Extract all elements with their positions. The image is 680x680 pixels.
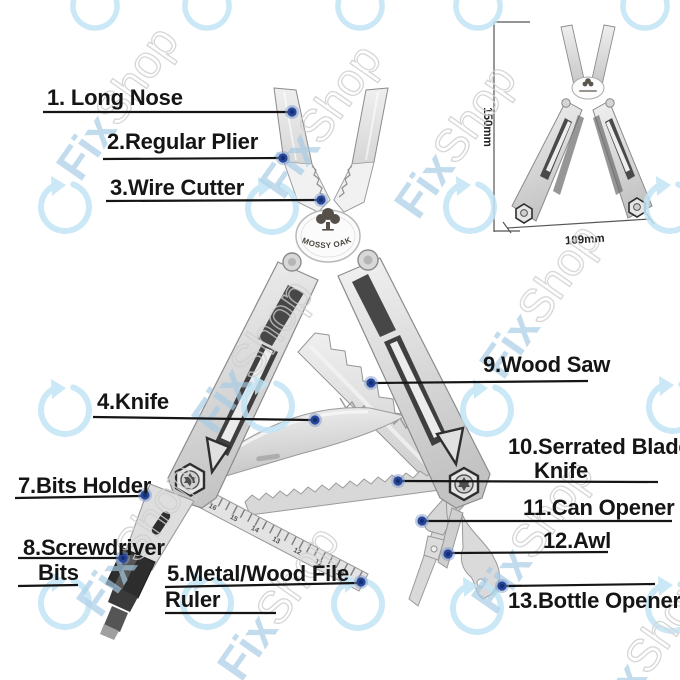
label-wood-saw: 9.Wood Saw	[483, 352, 611, 377]
label-can-opener: 11.Can Opener	[523, 495, 675, 520]
label-awl: 12.Awl	[543, 528, 612, 553]
mossy-oak-tree-icon	[316, 208, 340, 231]
svg-text:10: 10	[335, 569, 345, 579]
leader-line-5	[164, 581, 358, 589]
dimension-width-label: 109mm	[565, 233, 605, 248]
label-serrated-blade-line2: Knife	[534, 458, 589, 483]
label-wire-cutter: 3.Wire Cutter	[110, 175, 245, 200]
leader-dot-10	[391, 474, 405, 488]
label-screwdriver-bits-line2: Bits	[38, 560, 79, 585]
inset-size-view: 150mm 109mm	[481, 21, 655, 248]
svg-text:16: 16	[207, 503, 217, 513]
leader-line-9	[374, 379, 589, 385]
ruler-file-bar: 16 15 14 13 12 11 10	[190, 485, 369, 592]
label-file-ruler-line2: Ruler	[165, 587, 221, 612]
leader-lines	[14, 110, 672, 615]
leader-dot-13	[495, 579, 509, 593]
leader-dot-9	[364, 376, 378, 390]
plier-jaws	[273, 87, 389, 213]
label-serrated-blade-line1: 10.Serrated Blade	[508, 434, 680, 459]
leader-line-2	[102, 156, 281, 161]
svg-text:14: 14	[250, 525, 260, 535]
svg-text:13: 13	[271, 536, 281, 546]
label-bottle-opener: 13.Bottle Opener	[508, 588, 680, 613]
leader-dot-5	[354, 575, 368, 589]
leader-dot-11	[415, 514, 429, 528]
leader-dot-3	[314, 193, 328, 207]
bits-holder	[123, 483, 195, 571]
leader-dot-4	[308, 413, 322, 427]
underline-8b	[17, 583, 79, 588]
label-screwdriver-bits-line1: 8.Screwdriver	[23, 535, 165, 560]
pivot-screws	[282, 249, 379, 272]
leader-dot-2	[276, 151, 290, 165]
dimension-height-label: 150mm	[481, 107, 493, 147]
leader-line-10	[401, 479, 659, 484]
leader-line-12	[451, 550, 609, 555]
inset-tool	[511, 24, 653, 224]
label-regular-plier: 2.Regular Plier	[107, 129, 259, 154]
knife-nail-nick	[256, 453, 280, 462]
svg-text:FixShop: FixShop	[576, 565, 680, 680]
svg-text:12: 12	[292, 547, 302, 557]
leader-line-3	[105, 198, 319, 203]
label-file-ruler-line1: 5.Metal/Wood File	[167, 561, 349, 586]
svg-text:FixShop: FixShop	[384, 55, 526, 227]
label-bits-holder: 7.Bits Holder	[18, 473, 152, 498]
leader-dot-12	[441, 547, 455, 561]
label-long-nose: 1. Long Nose	[47, 85, 183, 110]
leader-line-7	[14, 494, 142, 500]
leader-dot-1	[285, 105, 299, 119]
ruler-scale-numbers: 16 15 14 13 12 11 10	[207, 503, 344, 579]
leader-line-4	[92, 415, 312, 422]
svg-text:15: 15	[229, 514, 239, 524]
label-knife: 4.Knife	[97, 389, 169, 414]
svg-text:11: 11	[313, 558, 323, 568]
serrated-blade	[244, 466, 456, 516]
leader-line-13	[505, 582, 656, 588]
